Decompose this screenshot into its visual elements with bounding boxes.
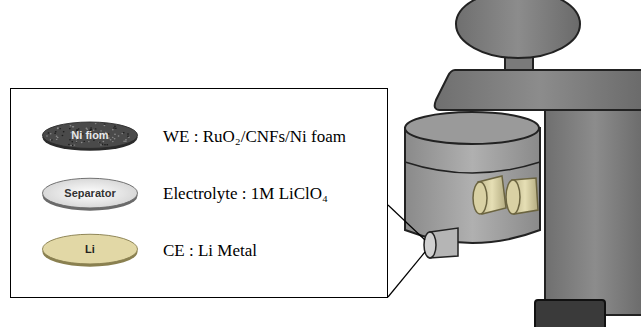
terminal-cap [506,178,538,214]
disk-label: Separator [41,176,139,199]
cell-cylinder [405,128,540,243]
cell-seam [405,162,540,173]
leader-line [388,252,425,297]
terminal-cap [473,176,506,214]
disk-label: Li [41,232,139,255]
stand-foot [535,300,605,327]
top-knob [456,0,580,58]
electrode-disk: Ni fiom [41,120,139,152]
disk-label: Ni fiom [41,120,139,141]
component-description: WE : RuO₂/CNFs/Ni foam [163,127,346,147]
component-description: CE : Li Metal [163,241,257,261]
component-description: Electrolyte : 1M LiClO₄ [163,184,328,204]
upper-clamp [435,70,641,110]
leader-line [388,205,425,240]
electrode-disk: Li [41,232,139,268]
callout-box: WE : RuO₂/CNFs/Ni foamElectrolyte : 1M L… [10,88,388,298]
cell-cylinder-top [405,112,539,144]
stand-column [545,100,641,315]
side-port-end [424,232,436,258]
electrode-disk: Separator [41,176,139,212]
